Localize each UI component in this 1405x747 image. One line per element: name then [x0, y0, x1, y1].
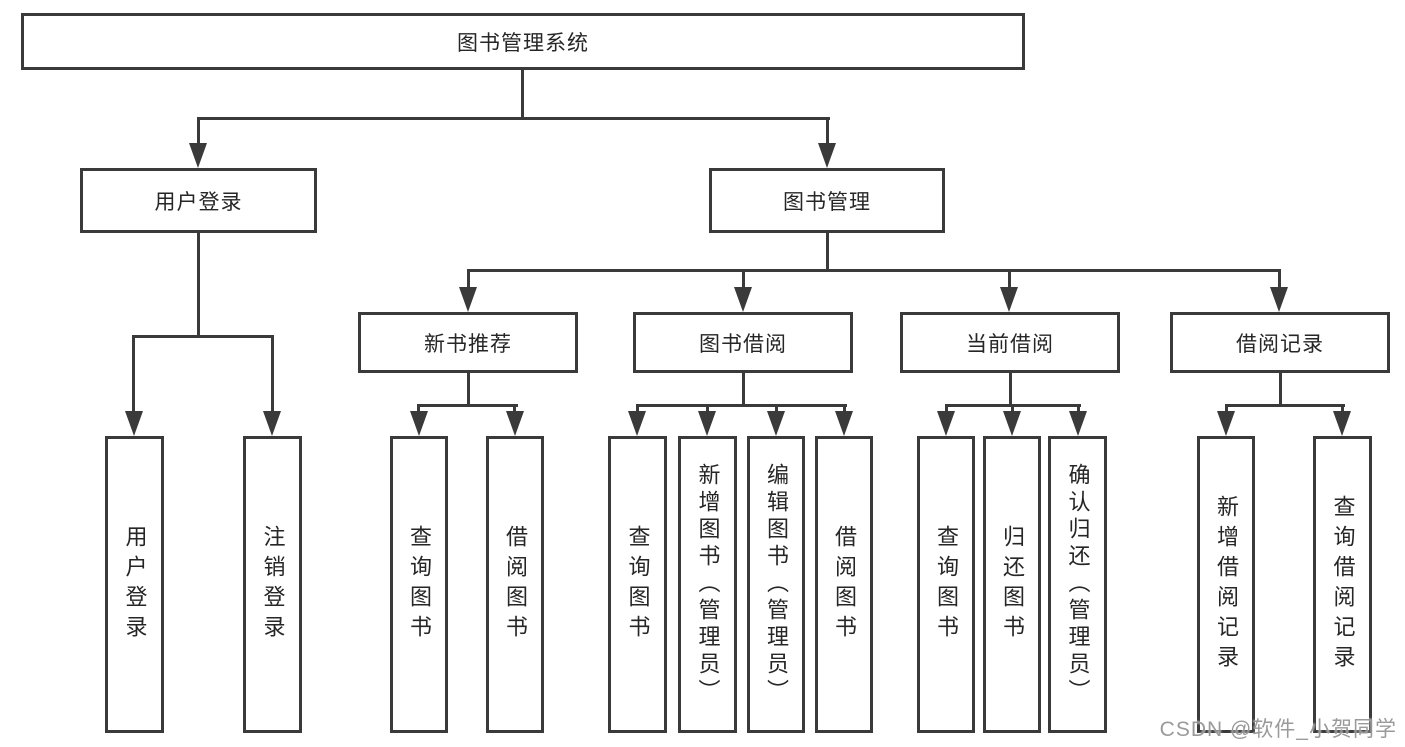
- connector-line: [417, 406, 420, 414]
- connector-line: [945, 406, 948, 414]
- leaf-query-books-1: 查询图书: [390, 436, 448, 733]
- leaf-user-login: 用户登录: [105, 436, 164, 733]
- arrow-down-icon: [835, 411, 853, 436]
- leaf-query-borrow-record: 查询借阅记录: [1313, 436, 1372, 733]
- connector-line: [1225, 406, 1228, 414]
- leaf-query-books-2: 查询图书: [608, 436, 667, 733]
- connector-line: [945, 404, 1081, 407]
- leaf-add-book-admin-label: 新增图书（管理员）: [695, 463, 721, 706]
- arrow-down-icon: [1003, 411, 1021, 436]
- connector-line: [132, 335, 274, 338]
- connector-line: [197, 231, 200, 338]
- node-user-login-label: 用户登录: [154, 190, 243, 214]
- connector-line: [271, 337, 274, 411]
- arrow-down-icon: [767, 411, 785, 436]
- arrow-down-icon: [1217, 411, 1235, 436]
- connector-line: [132, 337, 135, 411]
- connector-line: [1011, 406, 1014, 414]
- arrow-down-icon: [506, 411, 524, 436]
- node-book-management: 图书管理: [709, 168, 945, 233]
- arrow-down-icon: [628, 411, 646, 436]
- node-root-label: 图书管理系统: [457, 31, 589, 55]
- connector-line: [775, 406, 778, 414]
- node-new-book-recommend: 新书推荐: [358, 312, 578, 373]
- leaf-query-books-1-label: 查询图书: [407, 524, 432, 645]
- connector-line: [706, 406, 709, 414]
- connector-line: [467, 269, 1281, 272]
- leaf-user-login-label: 用户登录: [122, 524, 148, 645]
- watermark: CSDN @软件_小贺同学: [1159, 718, 1397, 741]
- leaf-confirm-return-admin: 确认归还（管理员）: [1048, 436, 1107, 733]
- connector-line: [826, 231, 829, 272]
- leaf-add-book-admin: 新增图书（管理员）: [678, 436, 737, 733]
- connector-line: [521, 68, 524, 119]
- leaf-logout: 注销登录: [243, 436, 302, 733]
- node-book-borrow: 图书借阅: [633, 312, 853, 373]
- leaf-query-books-3: 查询图书: [917, 436, 975, 733]
- connector-line: [1341, 406, 1344, 414]
- connector-line: [417, 404, 518, 407]
- leaf-borrow-books-2: 借阅图书: [815, 436, 873, 733]
- node-current-borrow-label: 当前借阅: [966, 332, 1054, 356]
- connector-line: [1077, 406, 1080, 414]
- leaf-return-book-label: 归还图书: [1000, 524, 1025, 645]
- connector-line: [843, 406, 846, 414]
- connector-line: [1279, 371, 1282, 407]
- node-borrow-records: 借阅记录: [1170, 312, 1390, 373]
- connector-line: [1225, 404, 1345, 407]
- node-current-borrow: 当前借阅: [900, 312, 1120, 373]
- leaf-borrow-books-2-label: 借阅图书: [832, 524, 857, 645]
- connector-line: [197, 119, 200, 147]
- connector-line: [1278, 271, 1281, 289]
- arrow-down-icon: [1000, 287, 1018, 312]
- leaf-query-books-3-label: 查询图书: [934, 524, 959, 645]
- arrow-down-icon: [1270, 287, 1288, 312]
- connector-line: [467, 271, 470, 289]
- connector-line: [742, 271, 745, 289]
- leaf-borrow-books-1: 借阅图书: [486, 436, 544, 733]
- leaf-return-book: 归还图书: [983, 436, 1041, 733]
- node-borrow-records-label: 借阅记录: [1236, 332, 1324, 356]
- connector-line: [1009, 371, 1012, 407]
- arrow-down-icon: [734, 287, 752, 312]
- node-root: 图书管理系统: [21, 13, 1025, 70]
- leaf-query-borrow-record-label: 查询借阅记录: [1330, 494, 1356, 675]
- connector-line: [636, 404, 847, 407]
- connector-line: [826, 119, 829, 147]
- connector-line: [467, 371, 470, 407]
- arrow-down-icon: [1333, 411, 1351, 436]
- node-book-management-label: 图书管理: [783, 190, 871, 214]
- arrow-down-icon: [818, 143, 836, 168]
- arrow-down-icon: [125, 411, 143, 436]
- node-book-borrow-label: 图书借阅: [699, 332, 787, 356]
- arrow-down-icon: [459, 287, 477, 312]
- leaf-edit-book-admin-label: 编辑图书（管理员）: [764, 463, 789, 706]
- leaf-confirm-return-admin-label: 确认归还（管理员）: [1065, 463, 1091, 706]
- node-new-book-recommend-label: 新书推荐: [424, 332, 512, 356]
- connector-line: [742, 371, 745, 407]
- connector-line: [513, 406, 516, 414]
- leaf-logout-label: 注销登录: [260, 524, 286, 645]
- leaf-query-books-2-label: 查询图书: [625, 524, 651, 645]
- arrow-down-icon: [189, 143, 207, 168]
- arrow-down-icon: [263, 411, 281, 436]
- leaf-edit-book-admin: 编辑图书（管理员）: [747, 436, 805, 733]
- leaf-add-borrow-record: 新增借阅记录: [1197, 436, 1255, 733]
- arrow-down-icon: [698, 411, 716, 436]
- leaf-add-borrow-record-label: 新增借阅记录: [1214, 494, 1239, 675]
- arrow-down-icon: [937, 411, 955, 436]
- connector-line: [1008, 271, 1011, 289]
- leaf-borrow-books-1-label: 借阅图书: [503, 524, 528, 645]
- connector-line: [197, 117, 830, 120]
- connector-line: [636, 406, 639, 414]
- node-user-login: 用户登录: [80, 168, 317, 233]
- arrow-down-icon: [410, 411, 428, 436]
- arrow-down-icon: [1069, 411, 1087, 436]
